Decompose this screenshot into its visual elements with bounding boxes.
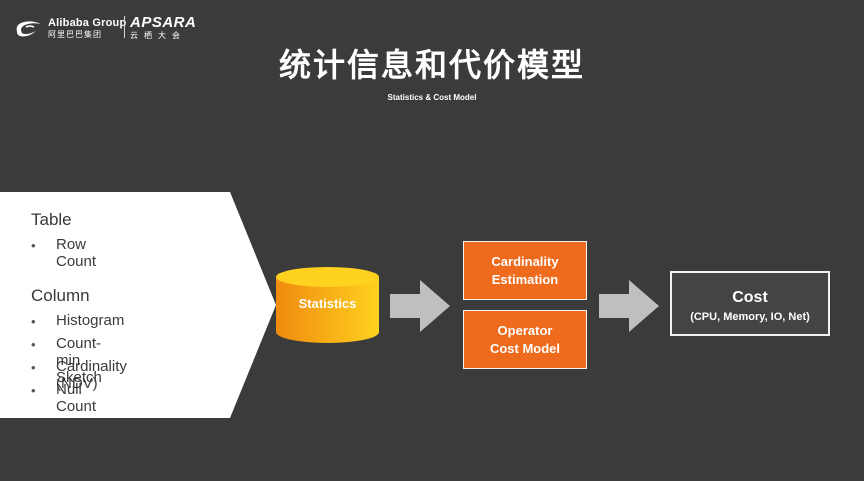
cost-subtitle: (CPU, Memory, IO, Net) bbox=[690, 311, 810, 323]
statistics-database: Statistics bbox=[275, 266, 380, 344]
column-item: Cardinality (NDV) bbox=[56, 358, 127, 392]
bullet-icon: • bbox=[31, 314, 36, 329]
column-heading: Column bbox=[31, 286, 90, 305]
apsara-logo-cn-text: 云栖大会 bbox=[130, 31, 186, 40]
flow-arrow-icon bbox=[390, 280, 450, 332]
cost-title: Cost bbox=[732, 289, 768, 306]
apsara-logo-text: APSARA bbox=[130, 14, 197, 31]
panel-chevron-shape bbox=[0, 192, 276, 418]
column-item: Histogram bbox=[56, 312, 125, 329]
alibaba-logo-cn-text: 阿里巴巴集团 bbox=[48, 29, 102, 39]
bullet-icon: • bbox=[31, 360, 36, 375]
bullet-icon: • bbox=[31, 238, 36, 253]
bullet-icon: • bbox=[31, 337, 36, 352]
cardinality-estimation-box: Cardinality Estimation bbox=[463, 241, 587, 300]
column-item: Count-min Sketch bbox=[56, 335, 102, 386]
alibaba-logo-text: Alibaba Group bbox=[48, 16, 127, 29]
slide-title: 统计信息和代价模型 bbox=[278, 46, 585, 84]
statistics-label: Statistics bbox=[298, 296, 357, 311]
slide-subtitle: Statistics & Cost Model bbox=[387, 93, 477, 102]
cardinality-line1: Cardinality bbox=[491, 253, 559, 269]
alibaba-mark-icon bbox=[16, 21, 41, 37]
flow-arrow-icon bbox=[599, 280, 659, 332]
column-item: Null Count bbox=[56, 381, 97, 415]
operator-cost-model-box: Operator Cost Model bbox=[463, 310, 587, 369]
bullet-icon: • bbox=[31, 383, 36, 398]
cost-box: Cost (CPU, Memory, IO, Net) bbox=[670, 271, 830, 336]
cardinality-line2: Estimation bbox=[491, 271, 559, 287]
logo-divider bbox=[124, 16, 125, 38]
table-heading: Table bbox=[31, 210, 72, 229]
database-cylinder-icon bbox=[276, 267, 379, 343]
alibaba-group-logo: Alibaba Group 阿里巴巴集团 bbox=[14, 15, 126, 41]
operator-line1: Operator bbox=[497, 322, 553, 338]
operator-line2: Cost Model bbox=[489, 340, 561, 356]
table-item: Row Count bbox=[56, 236, 97, 270]
apsara-logo: APSARA 云栖大会 bbox=[130, 15, 196, 40]
statistics-list-panel: Table • Row Count Column • Histogram • C… bbox=[0, 192, 276, 418]
